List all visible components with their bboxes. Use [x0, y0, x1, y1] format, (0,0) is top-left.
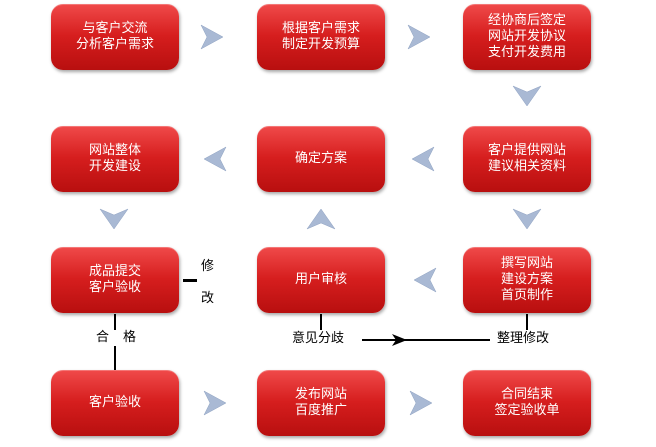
- box-text-line: 客户验收: [88, 395, 141, 410]
- modify-label-2: 改: [201, 291, 215, 307]
- modify-connector-line: [183, 279, 197, 282]
- box-text-line: 制定开发预算: [281, 37, 360, 52]
- arrow-right-icon: [407, 24, 431, 50]
- step-publish-site: 发布网站百度推广: [257, 370, 385, 436]
- box-text-line: 首页制作: [500, 288, 553, 303]
- step-provide-materials: 客户提供网站建议相关资料: [463, 126, 591, 192]
- box-text-line: 客户提供网站: [487, 143, 566, 158]
- step-budget: 根据客户需求制定开发预算: [257, 4, 385, 70]
- arrow-down-icon: [512, 85, 542, 107]
- box-text-line: 用户审核: [294, 272, 347, 287]
- box-text-line: 开发建设: [88, 159, 141, 174]
- box-text-line: 百度推广: [294, 403, 347, 418]
- arrow-left-icon: [411, 146, 435, 172]
- box-text-line: 分析客户需求: [75, 37, 154, 52]
- box-text-line: 建议相关资料: [487, 159, 566, 174]
- revise-connector-line: [526, 314, 528, 330]
- box-text-line: 签定验收单: [494, 403, 560, 418]
- box-text-line: 与客户交流: [82, 21, 148, 36]
- revise-label: 整理修改: [497, 331, 550, 347]
- box-text-line: 撰写网站: [500, 256, 553, 271]
- box-text-line: 客户验收: [88, 280, 141, 295]
- step-submit-for-acceptance: 成品提交客户验收: [51, 247, 179, 313]
- box-text-line: 网站开发协议: [487, 29, 566, 44]
- step-confirm-plan: 确定方案: [257, 126, 385, 192]
- step-customer-acceptance: 客户验收: [51, 370, 179, 436]
- box-text-line: 发布网站: [294, 387, 347, 402]
- pass-label-2: 格: [123, 330, 137, 345]
- box-text-line: 根据客户需求: [281, 21, 360, 36]
- arrow-right-icon: [409, 390, 433, 416]
- step-communicate-needs: 与客户交流分析客户需求: [51, 4, 179, 70]
- step-develop-site: 网站整体开发建设: [51, 126, 179, 192]
- box-text-line: 网站整体: [88, 143, 141, 158]
- arrow-down-icon: [512, 208, 542, 230]
- review-connector-line: [320, 314, 322, 330]
- arrow-head-right-icon: [392, 334, 407, 346]
- arrow-right-icon: [203, 390, 227, 416]
- pass-label: 合格: [94, 330, 139, 346]
- step-sign-agreement: 经协商后签定网站开发协议支付开发费用: [463, 4, 591, 70]
- box-text-line: 经协商后签定: [487, 13, 566, 28]
- arrow-down-icon: [99, 208, 129, 230]
- step-write-plan: 撰写网站建设方案首页制作: [463, 247, 591, 313]
- arrow-left-icon: [203, 146, 227, 172]
- disagreement-label: 意见分歧: [292, 331, 345, 347]
- step-contract-end: 合同结束签定验收单: [463, 370, 591, 436]
- box-text-line: 建设方案: [500, 272, 553, 287]
- disagreement-connector-line: [362, 339, 490, 341]
- box-text-line: 确定方案: [294, 151, 347, 166]
- box-text-line: 合同结束: [500, 387, 553, 402]
- arrow-up-icon: [306, 208, 336, 230]
- pass-label-1: 合: [96, 330, 110, 345]
- modify-label-1: 修: [201, 259, 215, 275]
- arrow-left-icon: [413, 267, 437, 293]
- box-text-line: 成品提交: [88, 264, 141, 279]
- box-text-line: 支付开发费用: [487, 45, 566, 60]
- step-user-review: 用户审核: [257, 247, 385, 313]
- arrow-right-icon: [200, 24, 224, 50]
